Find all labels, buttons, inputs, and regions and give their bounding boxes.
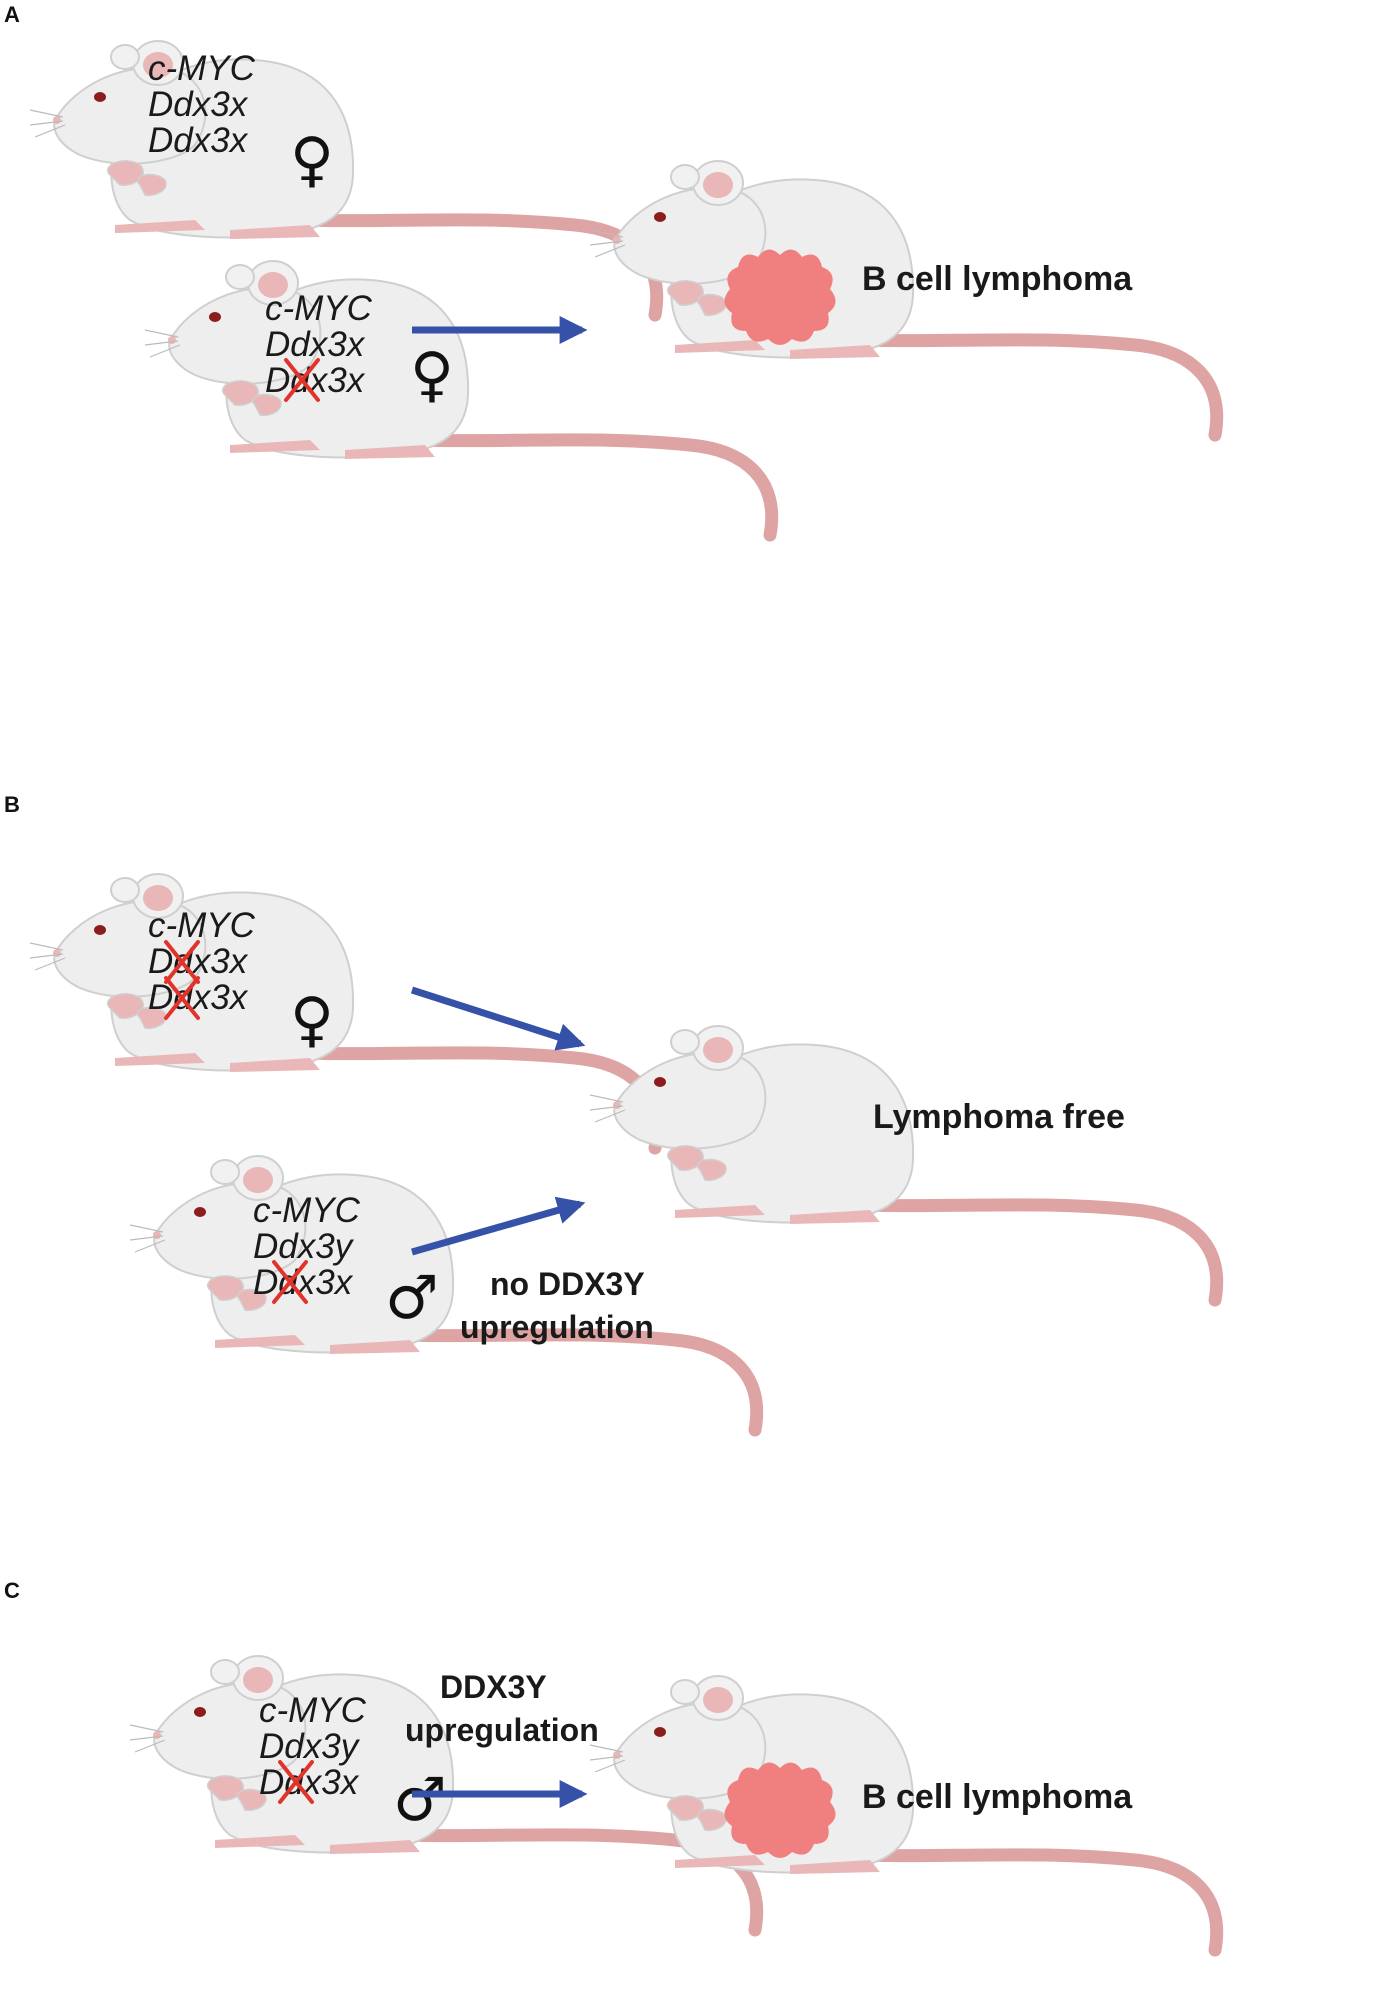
outcome-label: B cell lymphoma <box>862 260 1133 298</box>
panel-b: B c-MYC Ddx3x Ddx3x ♀ c-MYC Ddx3y Ddx3x … <box>4 792 1217 1430</box>
gene-line-2: Ddx3x <box>148 942 249 981</box>
panel-a: A c-MYC Ddx3x Ddx3x ♀ c-MYC Ddx3x Ddx3x … <box>4 2 1217 535</box>
panel-c-letter: C <box>4 1578 20 1603</box>
panel-b-mouse-1: c-MYC Ddx3x Ddx3x ♀ <box>30 874 657 1148</box>
arrow <box>411 1196 586 1256</box>
panel-b-result-mouse <box>590 1026 1217 1300</box>
gene-line-3: Ddx3x <box>148 978 249 1017</box>
arrow-label-line-1: no DDX3Y <box>490 1266 645 1302</box>
gene-line-1: c-MYC <box>265 289 373 328</box>
gene-line-1: c-MYC <box>253 1191 361 1230</box>
female-symbol: ♀ <box>290 985 334 1055</box>
gene-line-2: Ddx3y <box>259 1727 361 1766</box>
gene-line-2: Ddx3x <box>148 85 249 124</box>
panel-a-result-mouse <box>590 161 1217 435</box>
gene-line-1: c-MYC <box>148 906 256 945</box>
arrow-label-line-2: upregulation <box>405 1712 599 1748</box>
panel-c: C c-MYC Ddx3y Ddx3x ♂ DDX3Y upregulation… <box>4 1578 1217 1950</box>
arrow-label-line-2: upregulation <box>460 1309 654 1345</box>
panel-c-mouse-1: c-MYC Ddx3y Ddx3x ♂ <box>130 1656 757 1930</box>
male-symbol: ♂ <box>393 1765 447 1835</box>
female-symbol: ♀ <box>410 340 454 410</box>
outcome-label: B cell lymphoma <box>862 1778 1133 1816</box>
gene-line-2: Ddx3y <box>253 1227 355 1266</box>
panel-a-letter: A <box>4 2 20 27</box>
male-symbol: ♂ <box>385 1263 439 1333</box>
gene-line-1: c-MYC <box>259 1691 367 1730</box>
gene-line-3: Ddx3x <box>148 121 249 160</box>
arrow <box>410 986 586 1051</box>
gene-line-1: c-MYC <box>148 49 256 88</box>
outcome-label: Lymphoma free <box>873 1098 1125 1136</box>
panel-b-letter: B <box>4 792 20 817</box>
panel-a-mouse-2: c-MYC Ddx3x Ddx3x ♀ <box>145 261 772 535</box>
panel-a-mouse-1: c-MYC Ddx3x Ddx3x ♀ <box>30 41 657 315</box>
gene-line-2: Ddx3x <box>265 325 366 364</box>
arrow-label-line-1: DDX3Y <box>440 1669 547 1705</box>
panel-b-mouse-2: c-MYC Ddx3y Ddx3x ♂ <box>130 1156 757 1430</box>
female-symbol: ♀ <box>290 125 334 195</box>
